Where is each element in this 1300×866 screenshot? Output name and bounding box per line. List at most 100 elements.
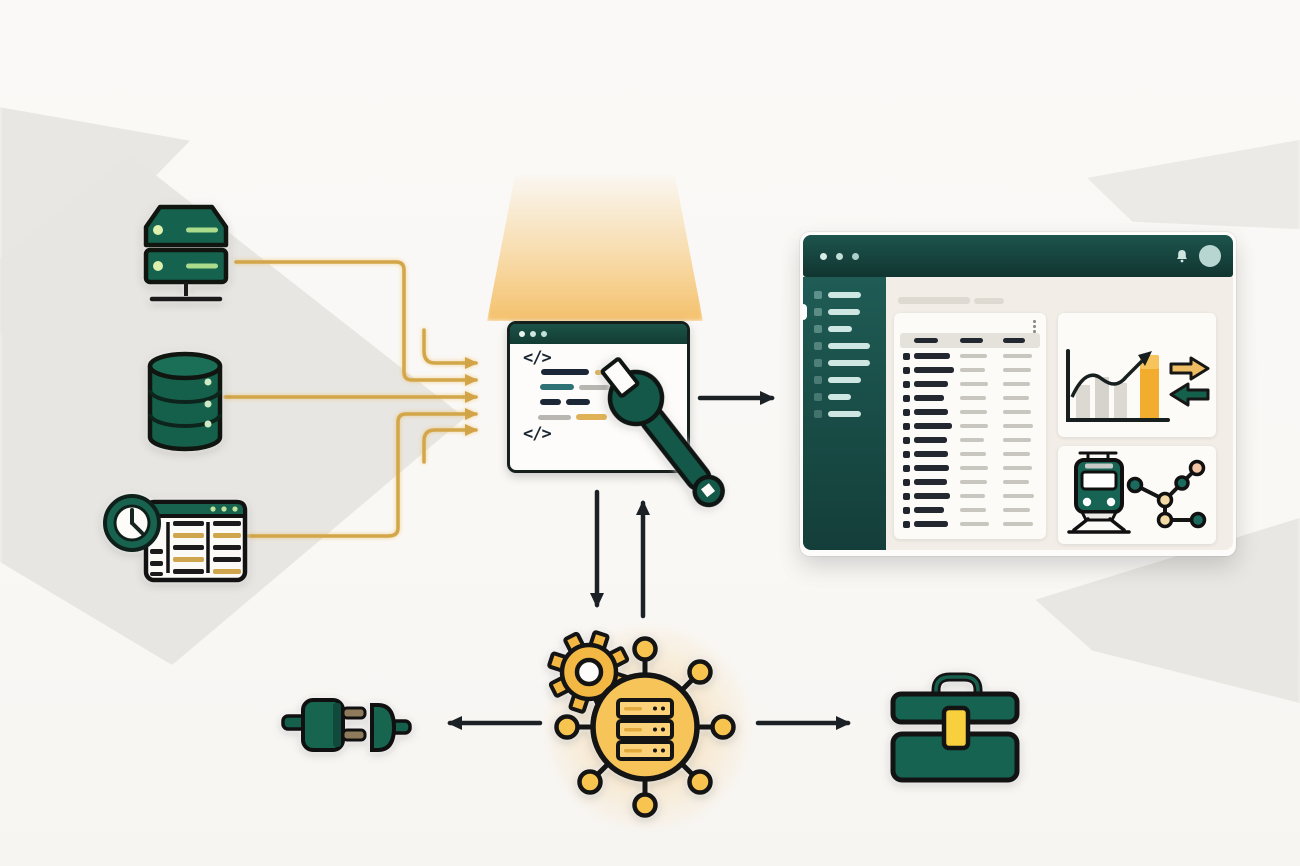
- sidebar-item-label-bar: [828, 393, 851, 400]
- kebab-menu-icon: [1033, 320, 1036, 335]
- row-icon: [903, 380, 910, 388]
- code-line-bar: [541, 369, 589, 375]
- row-primary-bar: [914, 367, 954, 373]
- table-header-bar: [914, 338, 938, 343]
- row-tertiary-bar: [1003, 507, 1030, 512]
- dashboard-sidebar: [802, 277, 886, 550]
- row-secondary-bar: [960, 465, 988, 470]
- sidebar-item-label-bar: [828, 308, 860, 315]
- code-line-bar: [595, 369, 611, 375]
- row-secondary-bar: [960, 423, 988, 428]
- row-secondary-bar: [960, 367, 985, 372]
- row-secondary-bar: [960, 493, 985, 498]
- row-tertiary-bar: [1003, 465, 1032, 470]
- row-tertiary-bar: [1003, 437, 1031, 442]
- row-secondary-bar: [960, 437, 984, 442]
- row-primary-bar: [914, 395, 944, 401]
- chart-card: [1058, 313, 1216, 437]
- sidebar-item-icon: [814, 308, 822, 316]
- sidebar-item: [803, 391, 886, 403]
- row-tertiary-bar: [1003, 367, 1031, 372]
- sidebar-item: [802, 304, 886, 320]
- table-row: [894, 352, 1046, 362]
- dashboard-body: [802, 277, 1233, 550]
- table-row: [894, 422, 1046, 432]
- row-secondary-bar: [960, 395, 986, 400]
- sidebar-item: [803, 357, 886, 369]
- table-header-bar: [960, 338, 983, 343]
- window-dot: [519, 331, 525, 337]
- row-tertiary-bar: [1003, 353, 1032, 358]
- gold-line-stub-top: [422, 328, 478, 369]
- transit-card-art: [1067, 451, 1207, 534]
- dashboard-titlebar: [803, 235, 1233, 277]
- network-map-icon: [1126, 459, 1207, 529]
- sidebar-item-icon: [814, 342, 822, 350]
- sidebar-item: [803, 323, 886, 335]
- active-item-indicator: [802, 304, 807, 320]
- row-secondary-bar: [960, 381, 988, 386]
- sidebar-item-icon: [814, 393, 822, 401]
- row-tertiary-bar: [1003, 423, 1033, 428]
- code-line-bar: [579, 384, 619, 390]
- sidebar-item-label-bar: [828, 291, 861, 298]
- row-tertiary-bar: [1003, 479, 1029, 484]
- table-header-bar: [1003, 338, 1025, 343]
- row-icon: [903, 366, 910, 374]
- row-primary-bar: [914, 353, 950, 359]
- sidebar-item-icon: [814, 376, 822, 384]
- analytics-dashboard-window: [800, 232, 1236, 556]
- row-tertiary-bar: [1003, 409, 1031, 414]
- row-primary-bar: [914, 409, 948, 415]
- briefcase-toolbox-icon: [890, 672, 1020, 783]
- code-line-bar: [540, 399, 561, 405]
- row-icon: [903, 520, 910, 528]
- row-icon: [903, 436, 910, 444]
- row-secondary-bar: [960, 451, 986, 456]
- table-header-row: [900, 333, 1040, 348]
- table-row: [894, 478, 1046, 488]
- row-icon: [903, 394, 910, 402]
- trend-chart-icon: [1066, 349, 1210, 422]
- editor-titlebar: [510, 324, 687, 344]
- code-symbol-top: </>: [523, 348, 552, 368]
- row-tertiary-bar: [1003, 493, 1034, 498]
- code-line-bar: [576, 414, 607, 420]
- row-tertiary-bar: [1003, 451, 1030, 456]
- row-secondary-bar: [960, 521, 989, 526]
- row-tertiary-bar: [1003, 381, 1030, 386]
- window-dot: [541, 331, 547, 337]
- sidebar-item-icon: [814, 325, 822, 333]
- content-header-bar: [898, 297, 970, 304]
- code-line-bar: [616, 369, 642, 375]
- row-primary-bar: [914, 493, 950, 499]
- sidebar-item-label-bar: [828, 342, 870, 349]
- table-row: [894, 450, 1046, 460]
- window-dot: [530, 331, 536, 337]
- hub-glow: [545, 625, 750, 830]
- row-primary-bar: [914, 423, 952, 429]
- row-icon: [903, 408, 910, 416]
- table-card: [894, 313, 1046, 539]
- row-icon: [903, 450, 910, 458]
- row-primary-bar: [914, 521, 948, 527]
- sidebar-item: [803, 374, 886, 386]
- code-line-bar: [538, 414, 571, 420]
- window-dots: [820, 252, 859, 260]
- row-primary-bar: [914, 465, 949, 471]
- row-primary-bar: [914, 437, 947, 443]
- table-row: [894, 394, 1046, 404]
- sidebar-item-label-bar: [828, 376, 861, 383]
- plug-connector-icon: [281, 698, 412, 752]
- sidebar-item-label-bar: [828, 325, 852, 332]
- spotlight-glow: [487, 175, 703, 321]
- row-tertiary-bar: [1003, 521, 1033, 526]
- table-row: [894, 464, 1046, 474]
- row-icon: [903, 478, 910, 486]
- table-row: [894, 380, 1046, 390]
- sidebar-item: [803, 408, 886, 420]
- code-line-bar: [540, 384, 574, 390]
- row-secondary-bar: [960, 409, 987, 414]
- row-icon: [903, 352, 910, 360]
